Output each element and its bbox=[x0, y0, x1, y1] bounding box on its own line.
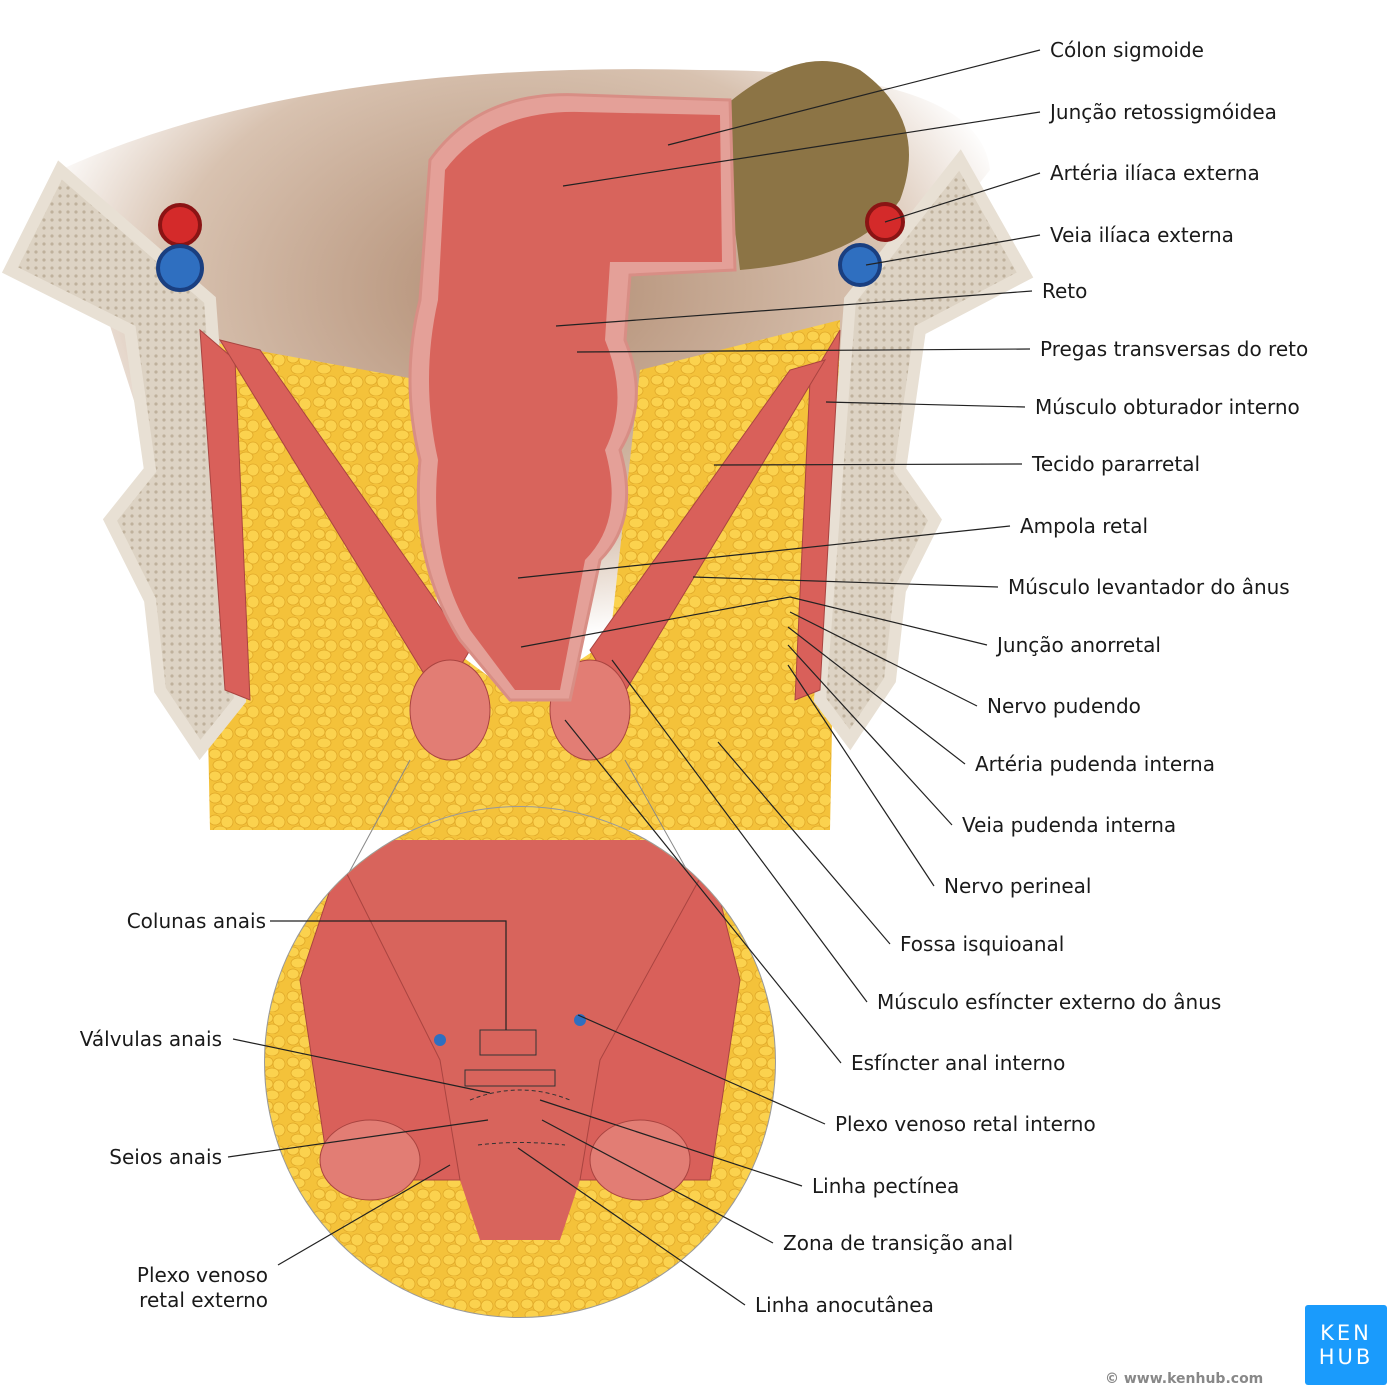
inset-anal-canal bbox=[265, 807, 775, 1317]
copyright: © www.kenhub.com bbox=[1105, 1371, 1264, 1387]
label-arteria-pudenda: Artéria pudenda interna bbox=[975, 752, 1215, 776]
label-esfincter-externo: Músculo esfíncter externo do ânus bbox=[877, 990, 1222, 1014]
label-seios-anais: Seios anais bbox=[109, 1145, 222, 1169]
label-fossa-isquioanal: Fossa isquioanal bbox=[900, 932, 1065, 956]
label-plexo-externo-line1: Plexo venoso bbox=[136, 1263, 268, 1287]
label-colunas-anais: Colunas anais bbox=[126, 909, 266, 933]
fat-tissue bbox=[200, 320, 840, 830]
label-valvulas-anais: Válvulas anais bbox=[79, 1027, 222, 1051]
left-obturator bbox=[199, 328, 251, 701]
label-veia-iliaca-externa: Veia ilíaca externa bbox=[1050, 223, 1234, 247]
label-nervo-pudendo: Nervo pudendo bbox=[987, 694, 1141, 718]
label-esfincter-interno: Esfíncter anal interno bbox=[851, 1051, 1066, 1075]
label-nervo-perineal: Nervo perineal bbox=[944, 874, 1092, 898]
logo-line1: KEN bbox=[1320, 1321, 1372, 1345]
label-juncao-anorretal: Junção anorretal bbox=[997, 633, 1161, 657]
label-juncao-retossigmoidea: Junção retossigmóidea bbox=[1050, 100, 1277, 124]
label-obturador-interno: Músculo obturador interno bbox=[1035, 395, 1300, 419]
label-tecido-pararretal: Tecido pararretal bbox=[1032, 452, 1201, 476]
label-plexo-externo-line2: retal externo bbox=[139, 1288, 268, 1312]
label-veia-pudenda: Veia pudenda interna bbox=[962, 813, 1177, 837]
label-pregas-transversas: Pregas transversas do reto bbox=[1040, 337, 1309, 361]
right-hip-bone bbox=[813, 149, 1034, 751]
logo-line2: HUB bbox=[1318, 1345, 1374, 1369]
label-arteria-iliaca-externa: Artéria ilíaca externa bbox=[1050, 161, 1260, 185]
label-colon-sigmoide: Cólon sigmoide bbox=[1050, 38, 1204, 62]
label-levantador-anus: Músculo levantador do ânus bbox=[1008, 575, 1290, 599]
label-linha-anocutanea: Linha anocutânea bbox=[755, 1293, 934, 1317]
right-levator bbox=[589, 359, 827, 701]
sigmoid-colon bbox=[720, 61, 909, 270]
left-external-sphincter bbox=[409, 659, 491, 761]
label-zona-transicao: Zona de transição anal bbox=[783, 1231, 1014, 1255]
label-plexo-interno: Plexo venoso retal interno bbox=[835, 1112, 1096, 1136]
label-linha-pectinea: Linha pectínea bbox=[812, 1174, 960, 1198]
label-ampola-retal: Ampola retal bbox=[1020, 514, 1149, 538]
leader-lines bbox=[227, 49, 1041, 1306]
label-reto: Reto bbox=[1042, 279, 1088, 303]
